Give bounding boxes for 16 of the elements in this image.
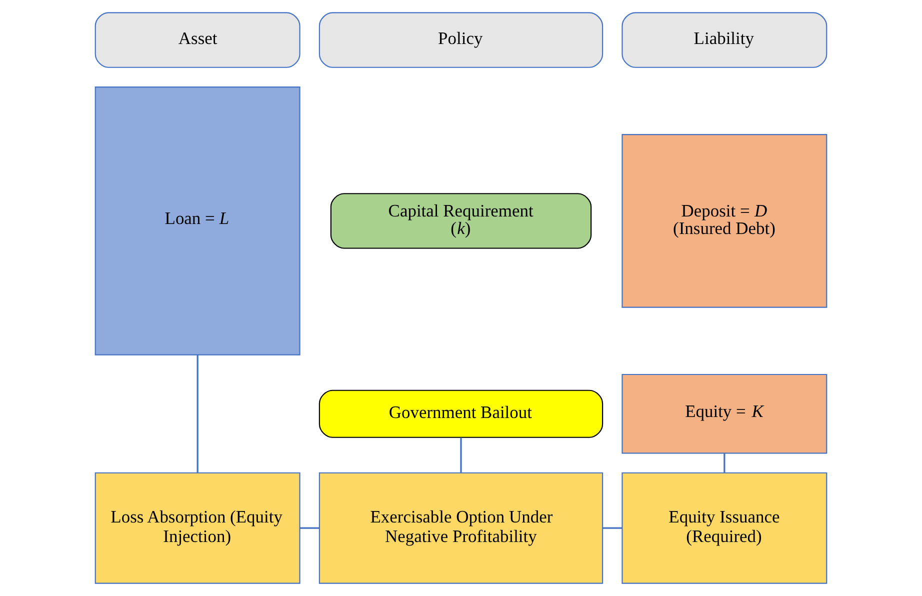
- node-box: Exercisable Option Under Negative Profitability: [318, 472, 604, 584]
- node-box: Loss Absorption (Equity Injection): [94, 472, 300, 584]
- connector: [460, 438, 462, 473]
- node-box: Equity Issuance (Required): [622, 472, 828, 584]
- node-box: Asset: [94, 12, 300, 68]
- connector: [603, 527, 622, 529]
- node-box: Equity = K: [622, 374, 828, 454]
- node-box: Government Bailout: [318, 390, 604, 438]
- node-box: Loan = L: [94, 86, 300, 356]
- node-box: Liability: [622, 12, 828, 68]
- connector: [724, 454, 726, 473]
- node-box: Deposit = D (Insured Debt): [622, 134, 828, 308]
- node-box: Policy: [318, 12, 604, 68]
- connector: [300, 527, 320, 529]
- connector: [196, 354, 198, 473]
- node-box: Capital Requirement (k): [330, 193, 592, 249]
